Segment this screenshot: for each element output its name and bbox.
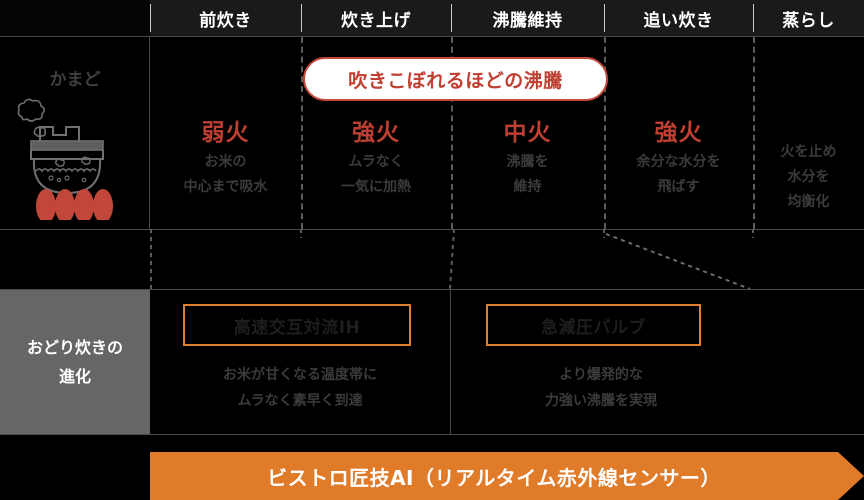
tech-description-line: より爆発的な — [559, 367, 643, 383]
stage-description-line: 維持 — [513, 179, 542, 195]
top-grid-top-rule — [0, 36, 864, 37]
stage-header-label: 炊き上げ — [341, 10, 411, 31]
kamado-stage-cell-1: 弱火 お米の 中心まで吸水 — [150, 37, 301, 229]
header-separator — [604, 4, 605, 32]
tech-description-line: ムラなく素早く到達 — [237, 393, 363, 409]
tech-description-line: お米が甘くなる温度帯に — [223, 367, 377, 383]
bottom-grid-bottom-rule — [0, 434, 864, 435]
tech-box-valve[interactable]: 急減圧バルブ — [486, 304, 701, 346]
header-separator — [451, 4, 452, 32]
tech-box-ih[interactable]: 高速交互対流IH — [183, 304, 411, 346]
stage-header-label: 沸騰維持 — [492, 10, 563, 31]
header-separator — [753, 4, 754, 32]
stage-header-label: 蒸らし — [782, 10, 835, 31]
tech-box-label: 高速交互対流IH — [233, 317, 361, 338]
evolution-row-label-line: 進化 — [58, 367, 91, 386]
kamado-stage-cell-3: 中火 沸騰を 維持 — [451, 37, 604, 229]
top-grid-column-divider — [753, 37, 755, 229]
stage-header-maebaki: 前炊き — [150, 0, 301, 36]
stage-header-murashi: 蒸らし — [753, 0, 864, 36]
bistro-ai-banner-label: ビストロ匠技AI（リアルタイム赤外線センサー） — [267, 465, 721, 490]
stage-description: 火を止め 水分を 均衡化 — [753, 140, 864, 215]
top-grid-bottom-rule — [0, 229, 864, 230]
header-corner-cell — [0, 0, 150, 36]
evolution-row-label-cell: おどり炊きの 進化 — [0, 290, 150, 434]
header-separator — [150, 4, 151, 32]
stage-description: ムラなく 一気に加熱 — [301, 150, 451, 200]
flame-level-label: 弱火 — [201, 120, 250, 146]
bottom-grid-top-rule — [0, 289, 864, 290]
tech-description: お米が甘くなる温度帯に ムラなく素早く到達 — [150, 362, 450, 414]
tech-description: より爆発的な 力強い沸騰を実現 — [451, 362, 751, 414]
boil-over-badge-label: 吹きこぼれるほどの沸騰 — [348, 69, 563, 92]
stage-description: 余分な水分を 飛ばす — [604, 150, 753, 200]
tech-cell-valve: 急減圧バルブ より爆発的な 力強い沸騰を実現 — [451, 290, 751, 434]
evolution-row-label-line: おどり炊きの — [26, 338, 123, 357]
flame-level-label: 強火 — [654, 120, 703, 146]
bistro-ai-banner: ビストロ匠技AI（リアルタイム赤外線センサー） — [150, 452, 864, 500]
stage-description-line: お米の — [204, 154, 247, 170]
stage-description-line: 飛ばす — [657, 179, 700, 195]
kamado-stove-icon — [8, 95, 138, 224]
kamado-row-label-cell: かまど — [0, 37, 150, 229]
header-separator — [301, 4, 302, 32]
flame-level-label: 中火 — [503, 120, 552, 146]
tech-box-label: 急減圧バルブ — [541, 317, 646, 338]
stage-description: お米の 中心まで吸水 — [150, 150, 301, 200]
stage-description-line: 余分な水分を — [636, 154, 721, 170]
stage-header-futtoiji: 沸騰維持 — [451, 0, 604, 36]
stage-header-label: 前炊き — [199, 10, 252, 31]
stage-description-line: ムラなく — [348, 154, 404, 170]
kamado-row-label: かまど — [49, 70, 101, 90]
tech-cell-ih: 高速交互対流IH お米が甘くなる温度帯に ムラなく素早く到達 — [150, 290, 450, 434]
kamado-stage-cell-2: 強火 ムラなく 一気に加熱 — [301, 37, 451, 229]
stage-header-oibaki: 追い炊き — [604, 0, 753, 36]
stage-description-line: 水分を — [787, 169, 830, 185]
stage-description-line: 均衡化 — [787, 194, 830, 210]
stage-description-line: 火を止め — [780, 144, 837, 160]
stage-description-line: 中心まで吸水 — [183, 179, 268, 195]
stage-header-label: 追い炊き — [643, 10, 714, 31]
stage-header-takiage: 炊き上げ — [301, 0, 451, 36]
stage-description-line: 沸騰を — [506, 154, 549, 170]
top-grid-column-divider — [301, 37, 303, 229]
stage-to-tech-connectors — [150, 228, 754, 290]
top-grid-column-divider — [451, 37, 453, 229]
bottom-grid-column-divider — [450, 290, 451, 434]
stage-description: 沸騰を 維持 — [451, 150, 604, 200]
kamado-stage-cell-5: 火を止め 水分を 均衡化 — [753, 37, 864, 229]
stage-description-line: 一気に加熱 — [341, 179, 411, 195]
flame-level-label: 強火 — [352, 120, 400, 146]
kamado-stage-cell-4: 強火 余分な水分を 飛ばす — [604, 37, 753, 229]
tech-description-line: 力強い沸騰を実現 — [545, 393, 657, 409]
top-grid-column-divider — [604, 37, 606, 229]
boil-over-badge: 吹きこぼれるほどの沸騰 — [303, 57, 608, 101]
